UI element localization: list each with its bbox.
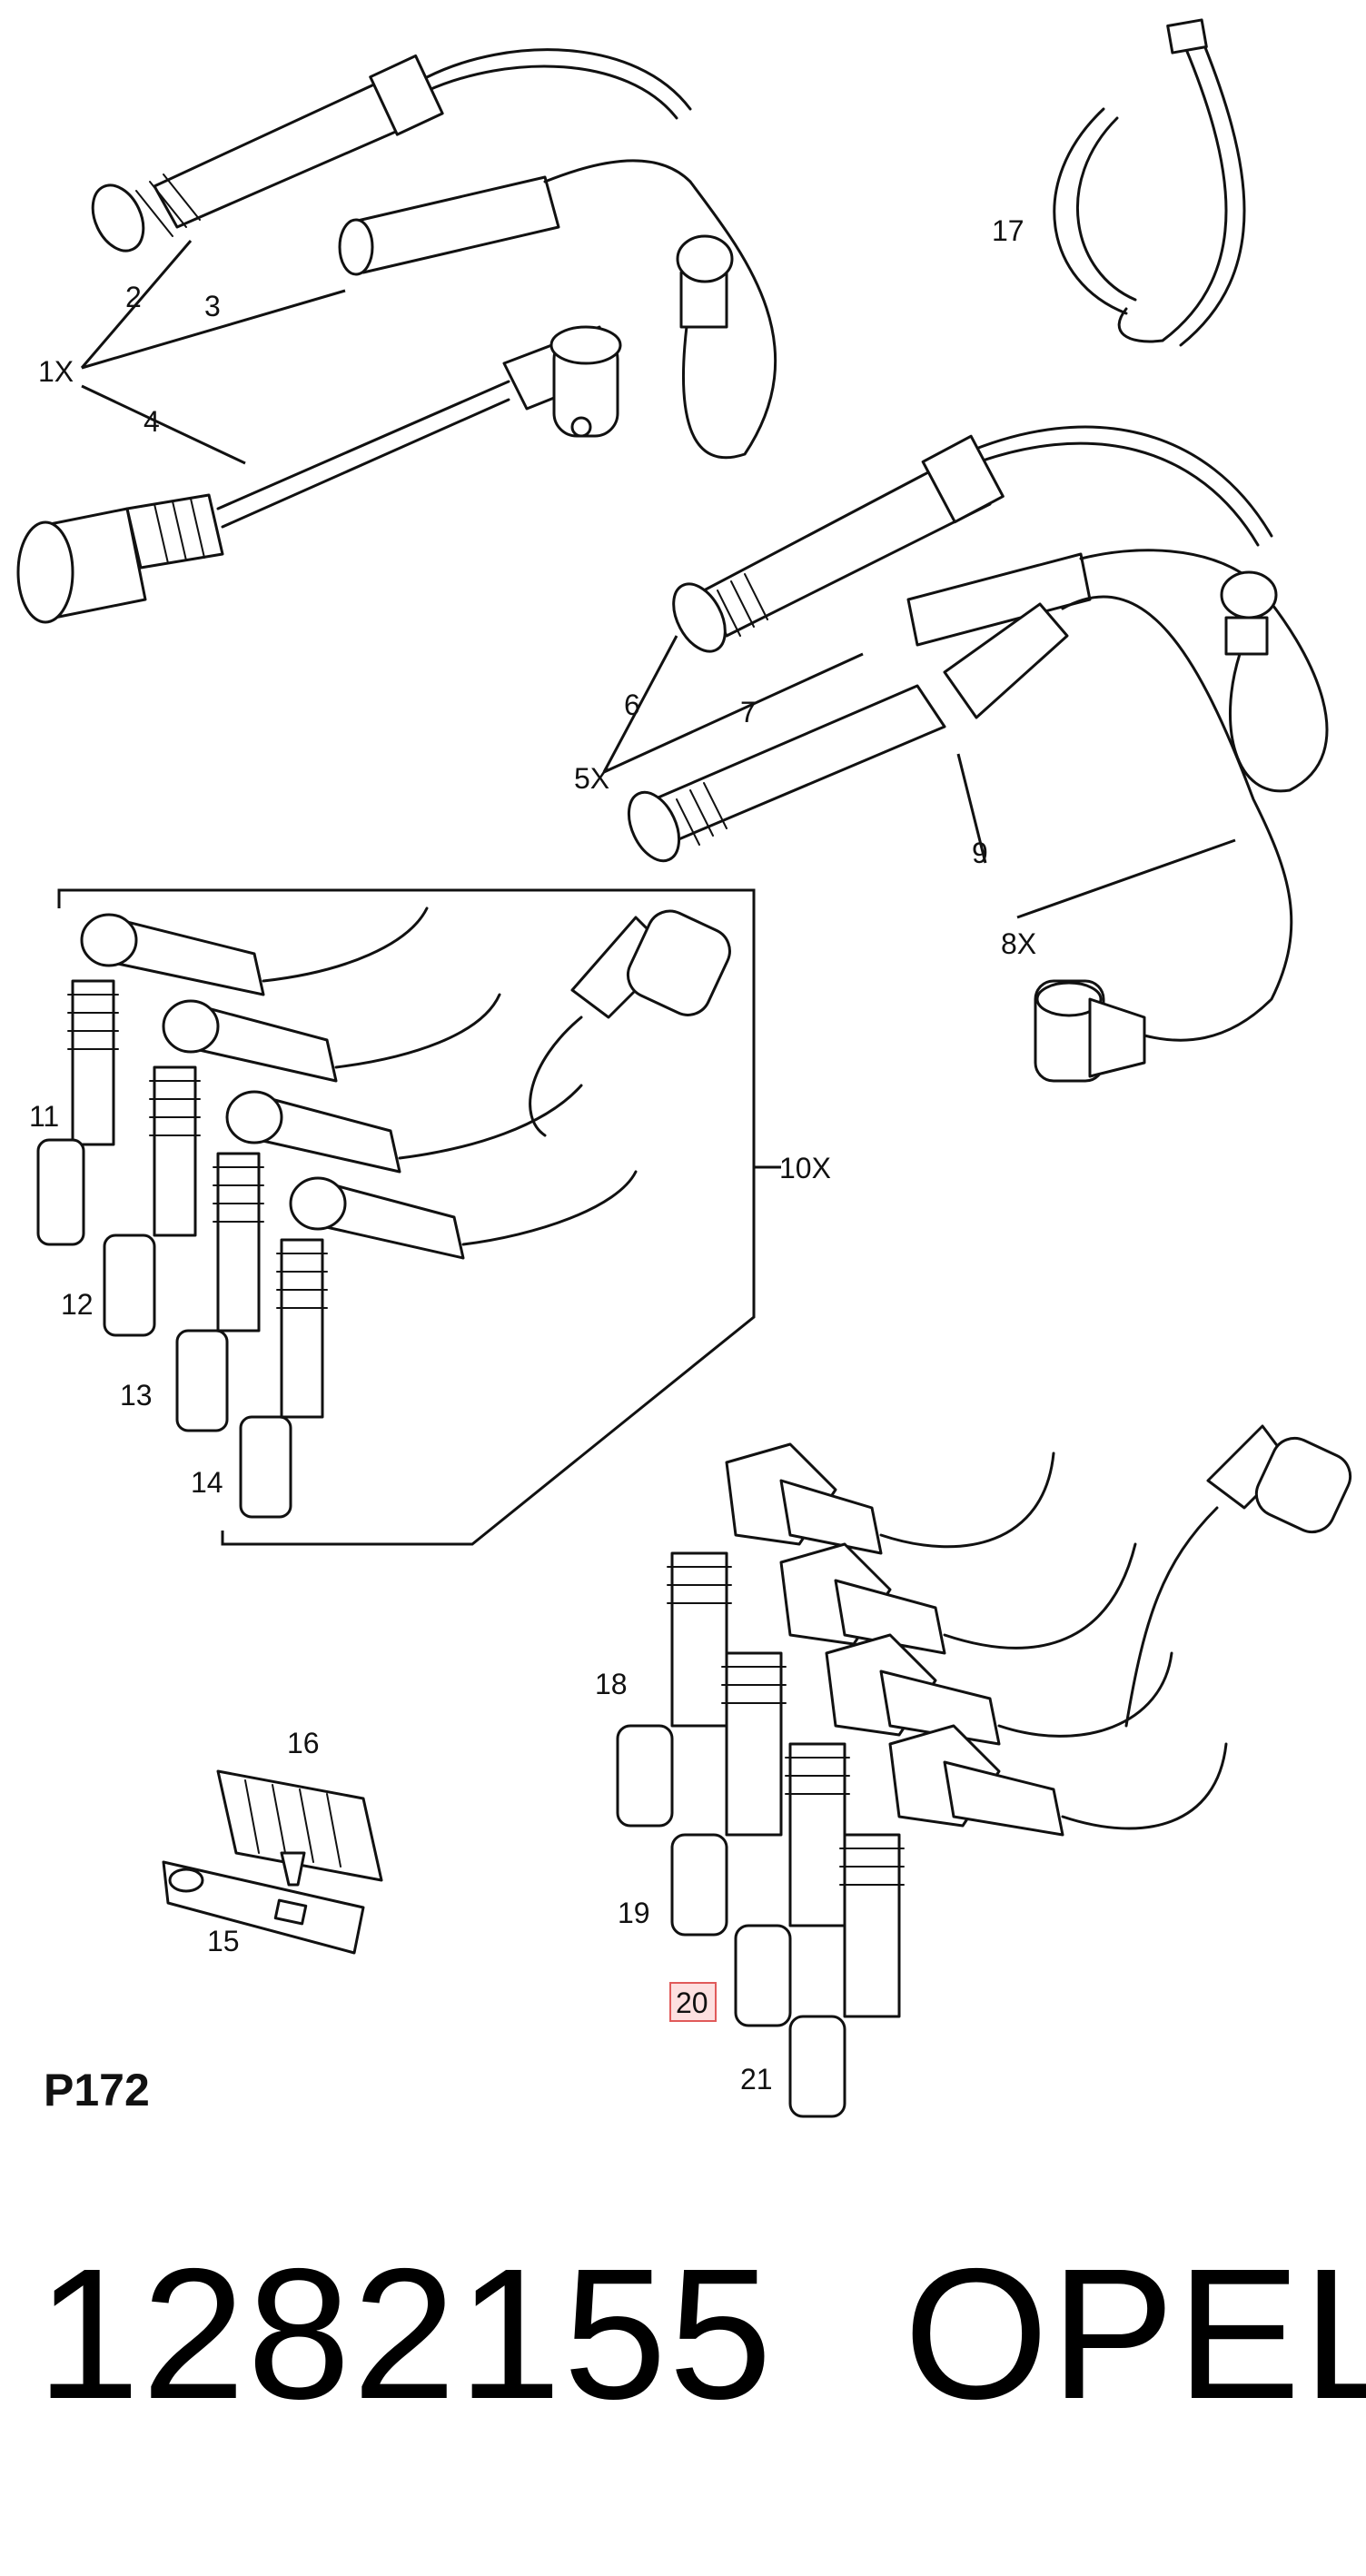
callout-13: 13	[120, 1379, 153, 1412]
callout-4: 4	[144, 405, 160, 438]
callout-12: 12	[61, 1288, 94, 1321]
wire-set-5x	[602, 425, 1329, 1083]
callout-15: 15	[207, 1925, 240, 1957]
wire-set-18-21	[616, 1424, 1352, 2118]
callout-20[interactable]: 20	[676, 1986, 708, 2019]
callout-20-highlight	[669, 1982, 717, 2022]
callout-6: 6	[624, 689, 640, 721]
callout-9: 9	[972, 837, 988, 869]
callout-11: 11	[29, 1100, 59, 1133]
callout-1x: 1X	[38, 355, 74, 388]
callout-21: 21	[740, 2063, 773, 2095]
callout-19: 19	[618, 1897, 650, 1929]
wire-set-1x	[16, 18, 1246, 624]
wire-set-10x	[36, 888, 781, 1546]
callout-5x: 5X	[574, 762, 609, 795]
brand-name: OPEL	[904, 2230, 1366, 2438]
callout-17: 17	[992, 214, 1024, 247]
callout-8x: 8X	[1001, 927, 1036, 960]
callout-14: 14	[191, 1466, 223, 1499]
callout-2: 2	[125, 281, 142, 313]
page-code: P172	[44, 2065, 150, 2115]
callout-18: 18	[595, 1668, 628, 1700]
callouts: 1X 2 3 4 17 6 7 5X 9 8X 10X 11 12 13 14 …	[29, 214, 1036, 2115]
callout-16: 16	[287, 1727, 320, 1759]
part-number: 1282155	[36, 2230, 775, 2438]
callout-10x: 10X	[779, 1152, 831, 1184]
footer: 1282155 OPEL	[0, 2216, 1366, 2452]
callout-3: 3	[204, 290, 221, 322]
callout-7: 7	[740, 696, 757, 728]
clip-and-bracket	[162, 1769, 383, 1955]
